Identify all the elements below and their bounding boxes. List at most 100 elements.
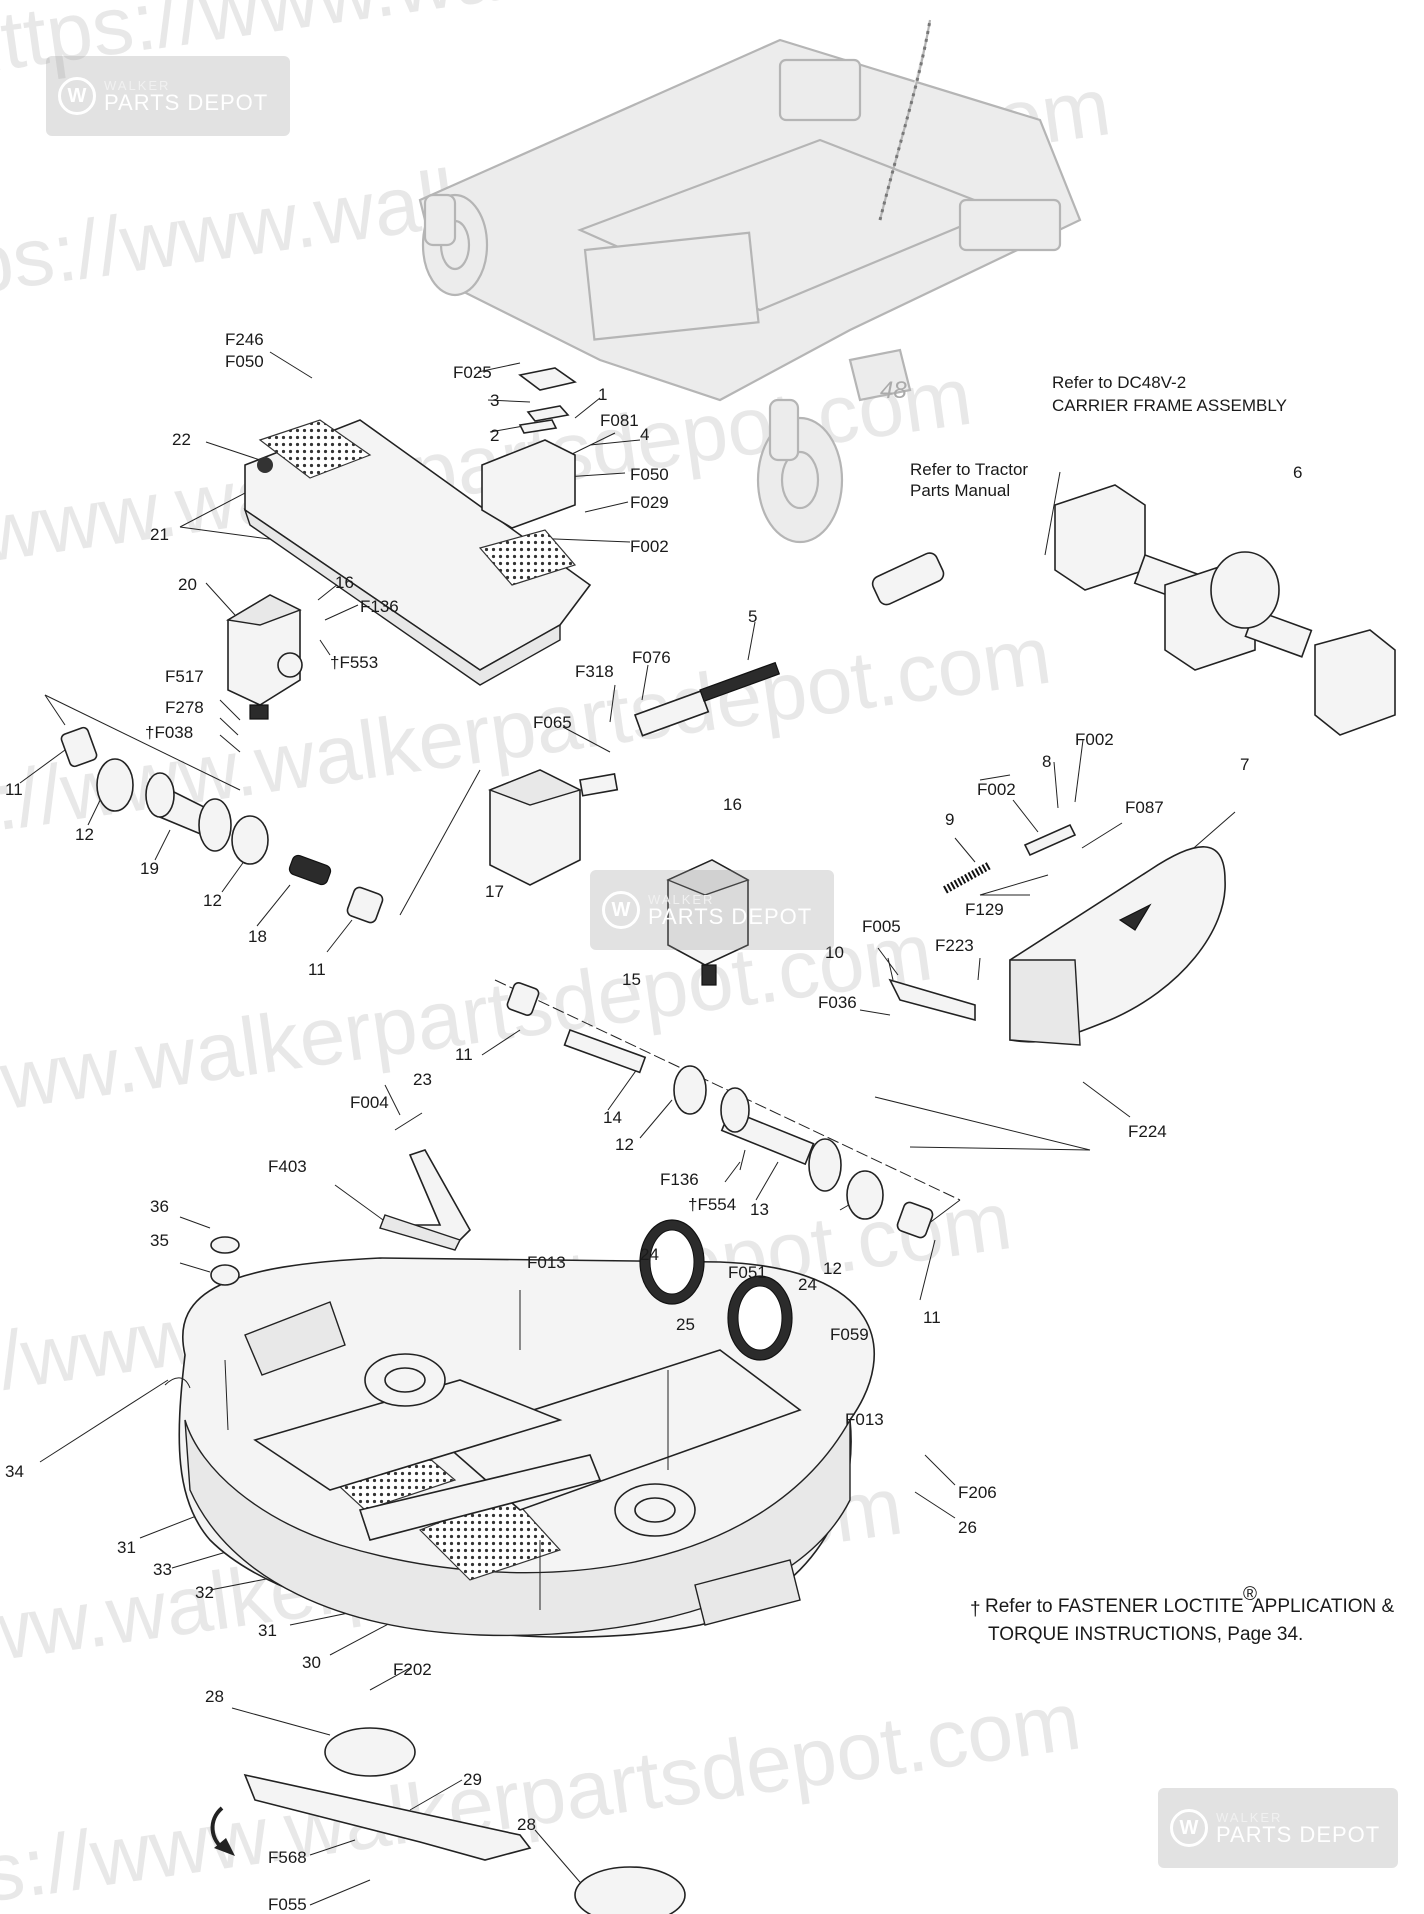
drive-shaft-5 bbox=[633, 552, 945, 737]
part-label: 20 bbox=[178, 575, 197, 594]
part-label: F206 bbox=[958, 1483, 997, 1502]
logo-line1: WALKER bbox=[648, 891, 715, 907]
part-label: 25 bbox=[676, 1315, 695, 1334]
part-label: 4 bbox=[640, 425, 649, 444]
part-label: 16 bbox=[723, 795, 742, 814]
part-label: 26 bbox=[958, 1518, 977, 1537]
part-label: 36 bbox=[150, 1197, 169, 1216]
part-label: 7 bbox=[1240, 755, 1249, 774]
footnote: † Refer to FASTENER LOCTITE ® APPLICATIO… bbox=[970, 1584, 1395, 1645]
part-label: 32 bbox=[195, 1583, 214, 1602]
part-label: 35 bbox=[150, 1231, 169, 1250]
chute-hardware bbox=[888, 823, 1077, 1022]
discharge-chute-7 bbox=[1009, 846, 1226, 1046]
walker-logo-icon: W bbox=[1170, 1809, 1208, 1847]
part-label: 15 bbox=[622, 970, 641, 989]
part-label: 11 bbox=[923, 1308, 941, 1327]
part-label: 6 bbox=[1293, 463, 1302, 482]
part-label: †F553 bbox=[330, 653, 378, 672]
part-label: F059 bbox=[830, 1325, 869, 1344]
part-label: 12 bbox=[203, 891, 222, 910]
part-label: F223 bbox=[935, 936, 974, 955]
part-label: 12 bbox=[823, 1259, 842, 1278]
part-label: 23 bbox=[413, 1070, 432, 1089]
part-label: †F554 bbox=[688, 1195, 736, 1214]
cover-assembly bbox=[243, 419, 592, 686]
part-label: 11 bbox=[308, 960, 326, 979]
part-label: F087 bbox=[1125, 798, 1164, 817]
carrier-frame-ghost: 48 bbox=[418, 19, 1082, 544]
part-label: F013 bbox=[527, 1253, 566, 1272]
part-label: 16 bbox=[335, 573, 354, 592]
part-label: 28 bbox=[517, 1815, 536, 1834]
part-label: F050 bbox=[630, 465, 669, 484]
part-label: 22 bbox=[172, 430, 191, 449]
part-label: F005 bbox=[862, 917, 901, 936]
center-shaft-parts bbox=[506, 982, 934, 1239]
part-label: F050 bbox=[225, 352, 264, 371]
part-label: F517 bbox=[165, 667, 204, 686]
part-label: F081 bbox=[600, 411, 639, 430]
walker-logo-icon: W bbox=[58, 77, 96, 115]
walker-parts-depot-logo: W WALKER PARTS DEPOT bbox=[46, 56, 290, 136]
part-label: 31 bbox=[258, 1621, 277, 1640]
part-label: F318 bbox=[575, 662, 614, 681]
footnote-line2: TORQUE INSTRUCTIONS, Page 34. bbox=[988, 1624, 1303, 1645]
part-label: 12 bbox=[75, 825, 94, 844]
tractor-ref-line2: Parts Manual bbox=[910, 481, 1010, 500]
url-watermark: https://www.walkerpartsdepot.com bbox=[0, 1675, 1086, 1914]
part-label: 3 bbox=[490, 391, 499, 410]
walker-parts-depot-logo: W WALKER PARTS DEPOT bbox=[590, 870, 834, 950]
part-label: F278 bbox=[165, 698, 204, 717]
tractor-ref-line1: Refer to Tractor bbox=[910, 460, 1028, 479]
frame-badge: 48 bbox=[880, 377, 907, 404]
part-label: F136 bbox=[360, 597, 399, 616]
part-label: 33 bbox=[153, 1560, 172, 1579]
part-label: F568 bbox=[268, 1848, 307, 1867]
part-label: 29 bbox=[463, 1770, 482, 1789]
mower-deck bbox=[164, 1257, 876, 1638]
part-label: 8 bbox=[1042, 752, 1051, 771]
part-label: F224 bbox=[1128, 1122, 1167, 1141]
part-label: 30 bbox=[302, 1653, 321, 1672]
part-label: 5 bbox=[748, 607, 757, 626]
part-label: F136 bbox=[660, 1170, 699, 1189]
part-label: 11 bbox=[455, 1045, 473, 1064]
part-label: 19 bbox=[140, 859, 159, 878]
logo-line1: WALKER bbox=[104, 77, 171, 93]
left-spindle-parts bbox=[60, 726, 384, 924]
part-label: 9 bbox=[945, 810, 954, 829]
part-label: F065 bbox=[533, 713, 572, 732]
part-label: F051 bbox=[728, 1263, 767, 1282]
footnote-reg-mark: ® bbox=[1243, 1584, 1257, 1605]
part-label: 1 bbox=[598, 385, 607, 404]
plate-parts bbox=[481, 367, 577, 529]
part-label: F129 bbox=[965, 900, 1004, 919]
part-label: F029 bbox=[630, 493, 669, 512]
leader-lines bbox=[19, 351, 1236, 1906]
part-label: F004 bbox=[350, 1093, 389, 1112]
logo-line2: PARTS DEPOT bbox=[1216, 1821, 1381, 1847]
part-label: 28 bbox=[205, 1687, 224, 1706]
footnote-symbol: † bbox=[970, 1599, 981, 1620]
bracket-23 bbox=[379, 1149, 471, 1251]
gearbox-17 bbox=[488, 769, 619, 886]
part-label: 10 bbox=[825, 943, 844, 962]
logo-line1: WALKER bbox=[1216, 1809, 1283, 1825]
walker-logo-icon: W bbox=[602, 891, 640, 929]
part-label: F202 bbox=[393, 1660, 432, 1679]
gearbox-assembly-6 bbox=[1054, 484, 1396, 736]
reference-notes: Refer to DC48V-2 CARRIER FRAME ASSEMBLY … bbox=[910, 373, 1287, 500]
gearbox-20 bbox=[225, 594, 303, 720]
part-label: F246 bbox=[225, 330, 264, 349]
footnote-line1: Refer to FASTENER LOCTITE bbox=[985, 1596, 1244, 1617]
part-label: †F038 bbox=[145, 723, 193, 742]
part-label: F025 bbox=[453, 363, 492, 382]
gauge-wheels bbox=[639, 1219, 793, 1361]
footnote-line1-end: APPLICATION & bbox=[1252, 1596, 1395, 1617]
washers bbox=[210, 1236, 240, 1286]
part-label: F002 bbox=[630, 537, 669, 556]
part-label: 2 bbox=[490, 426, 499, 445]
